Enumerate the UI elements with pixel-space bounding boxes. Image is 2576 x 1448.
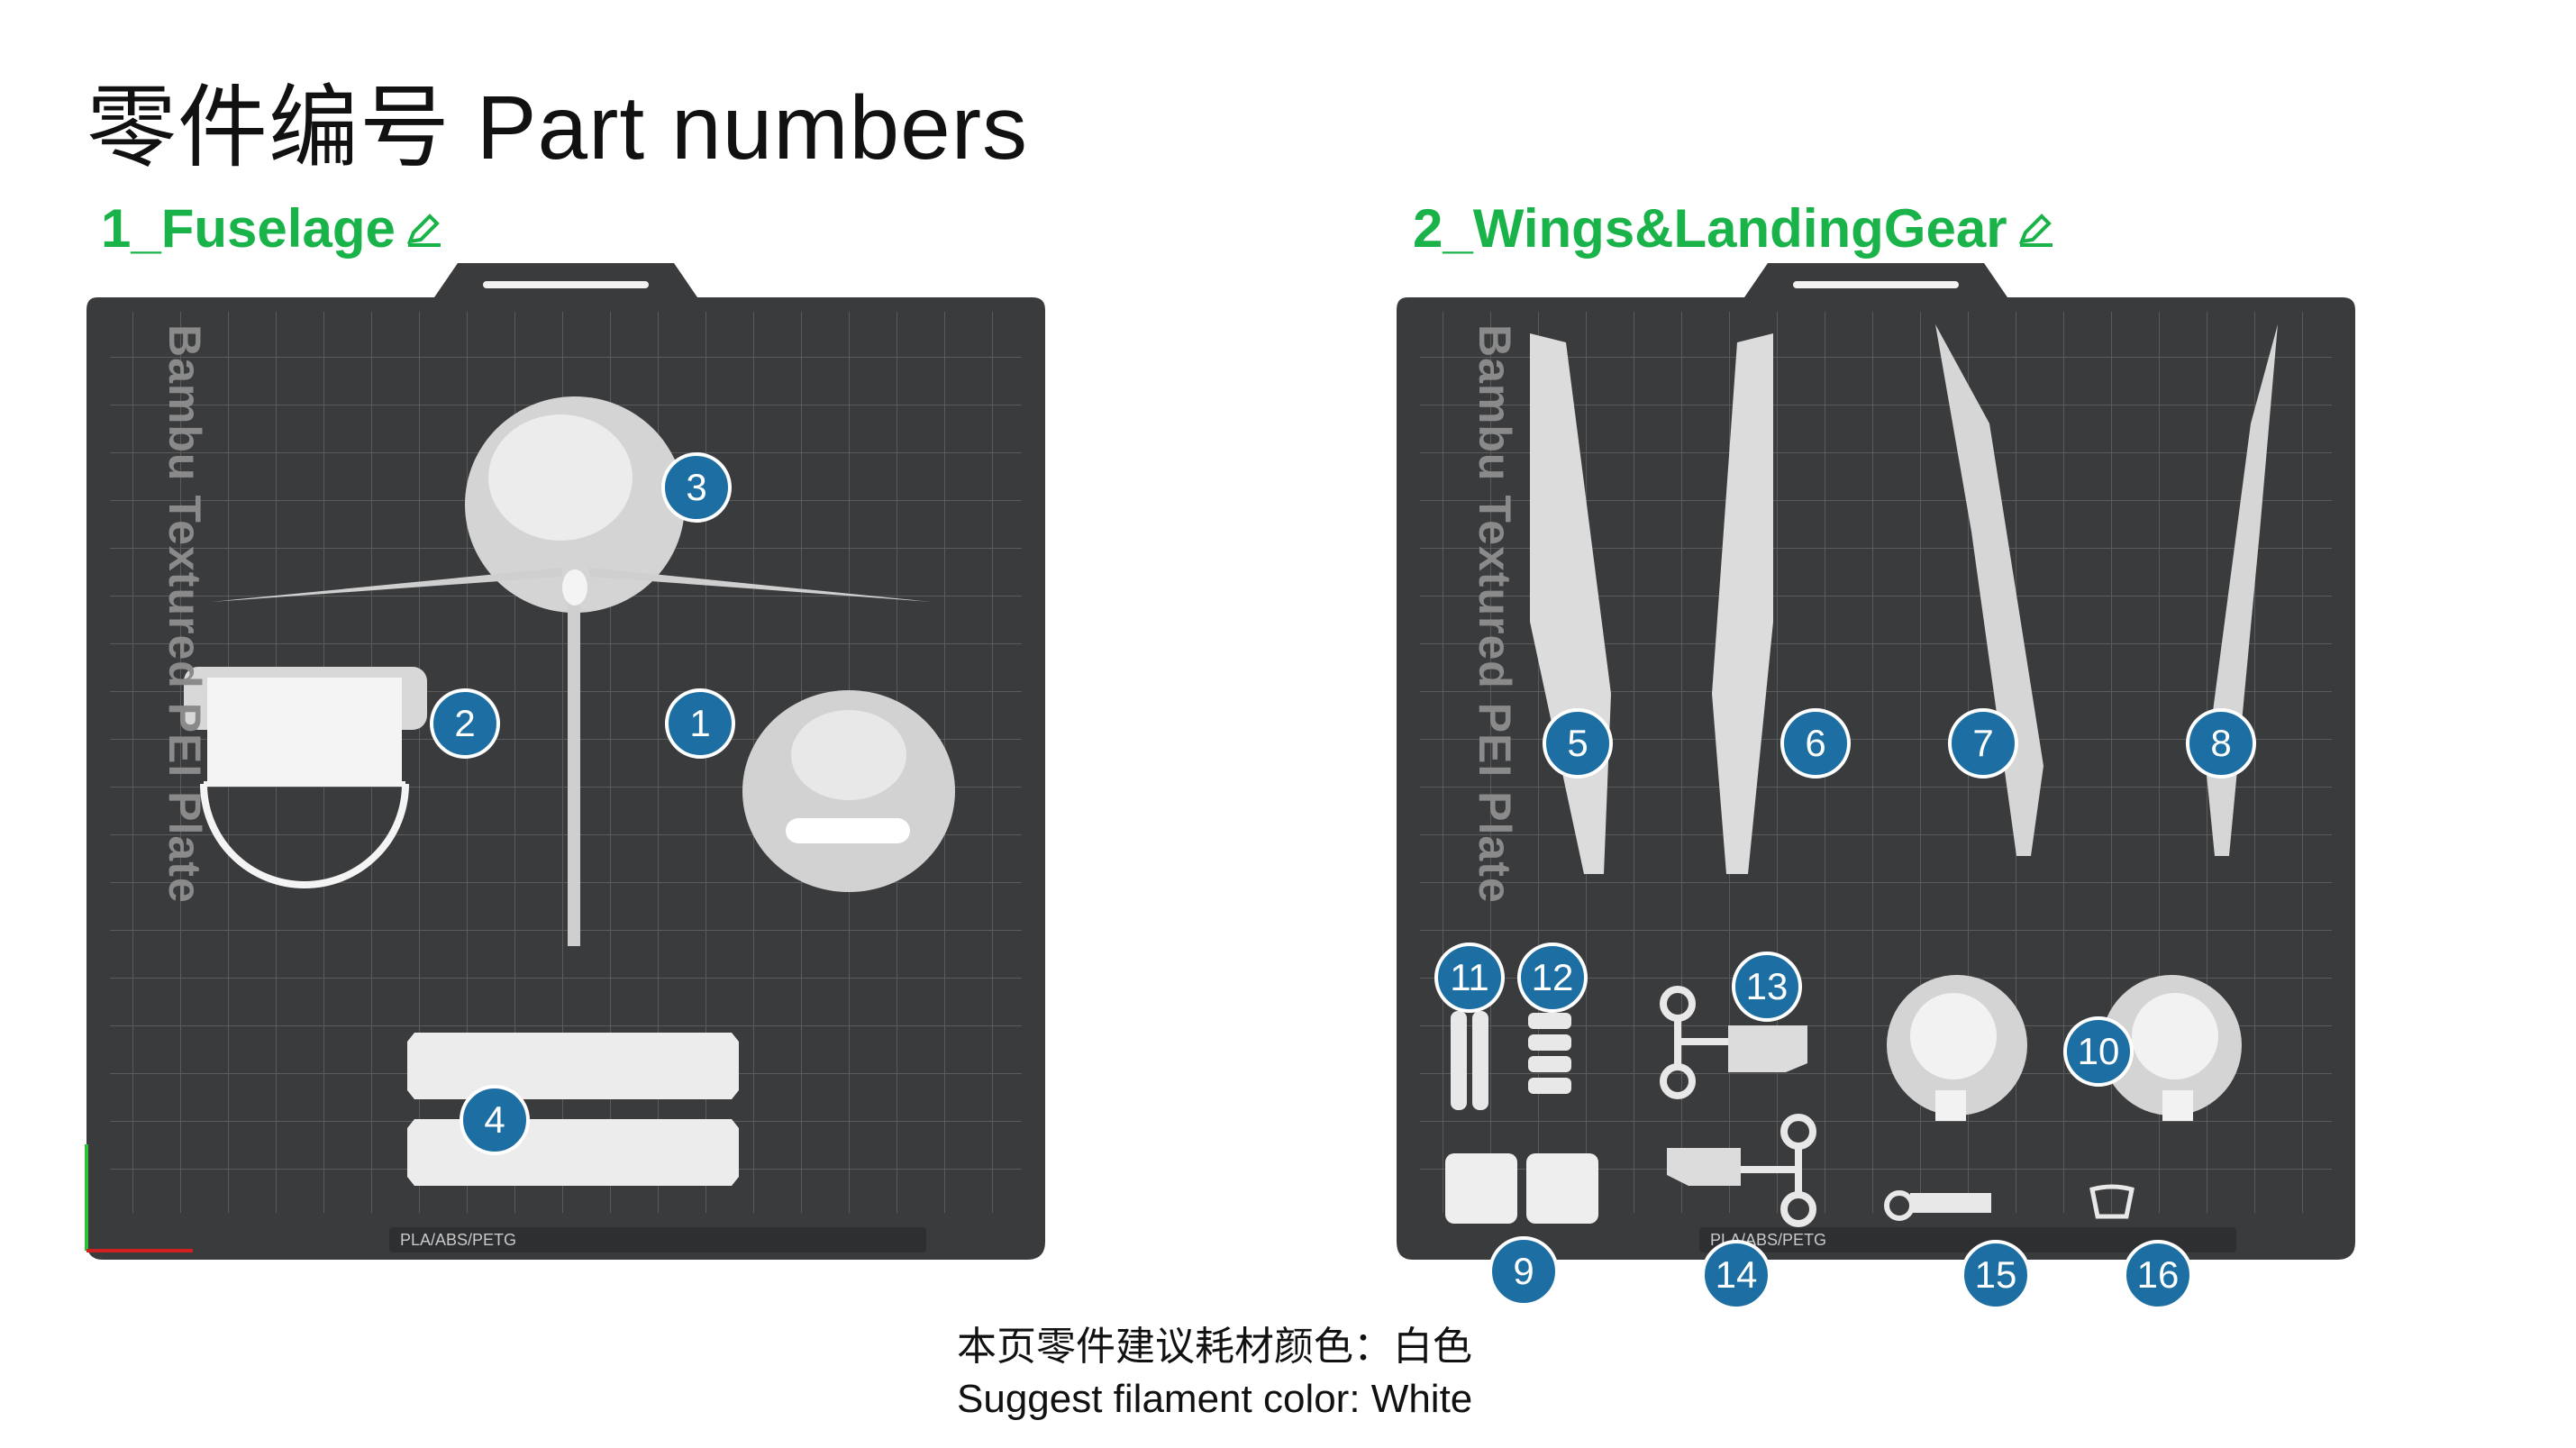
part-badge[interactable]: 2	[430, 688, 500, 759]
plate-name: 1_Fuselage	[101, 198, 396, 259]
part-badge[interactable]: 9	[1488, 1236, 1559, 1307]
plate-bed	[1397, 263, 2355, 1260]
part-badge[interactable]: 8	[2186, 708, 2256, 779]
part-badge[interactable]: 10	[2063, 1016, 2134, 1087]
part-badge[interactable]: 6	[1780, 708, 1851, 779]
strip-text: PLA/ABS/PETG	[400, 1230, 517, 1249]
part-badge[interactable]: 13	[1732, 952, 1802, 1022]
plate-name: 2_Wings&LandingGear	[1413, 198, 2007, 259]
plate-bed	[85, 263, 1045, 1260]
page-title: 零件编号 Part numbers	[86, 77, 1029, 178]
plate-title-fuselage[interactable]: 1_Fuselage	[101, 202, 444, 256]
bed-label: Bambu Textured PEI Plate	[1470, 324, 1520, 904]
bed-label: Bambu Textured PEI Plate	[159, 324, 210, 904]
part-badge[interactable]: 3	[661, 452, 732, 523]
plate-title-wings[interactable]: 2_Wings&LandingGear	[1413, 202, 2056, 256]
part-badge[interactable]: 15	[1961, 1240, 2031, 1310]
part-badge[interactable]: 16	[2123, 1240, 2193, 1310]
part-badge[interactable]: 12	[1517, 943, 1588, 1013]
part-badge[interactable]: 4	[460, 1085, 530, 1155]
part-badge[interactable]: 14	[1701, 1240, 1771, 1310]
part-badge[interactable]: 7	[1948, 708, 2018, 779]
filament-note-zh: 本页零件建议耗材颜色：白色	[957, 1325, 1472, 1369]
part-badge[interactable]: 1	[665, 688, 735, 759]
pencil-icon[interactable]	[2016, 209, 2056, 249]
plate-info-strip: PLA/ABS/PETG	[389, 1227, 926, 1252]
part-badge[interactable]: 11	[1434, 943, 1505, 1013]
pencil-icon[interactable]	[405, 209, 444, 249]
build-plate-wings[interactable]: Bambu Textured PEI Plate PLA/ABS/PETG 5 …	[1395, 261, 2357, 1310]
build-plate-fuselage[interactable]: Bambu Textured PEI Plate PLA/ABS/PETG 1 …	[85, 261, 1047, 1263]
filament-note-en: Suggest filament color: White	[957, 1377, 1473, 1421]
part-badge[interactable]: 5	[1543, 708, 1613, 779]
filament-note: 本页零件建议耗材颜色：白色 Suggest filament color: Wh…	[957, 1321, 1472, 1425]
